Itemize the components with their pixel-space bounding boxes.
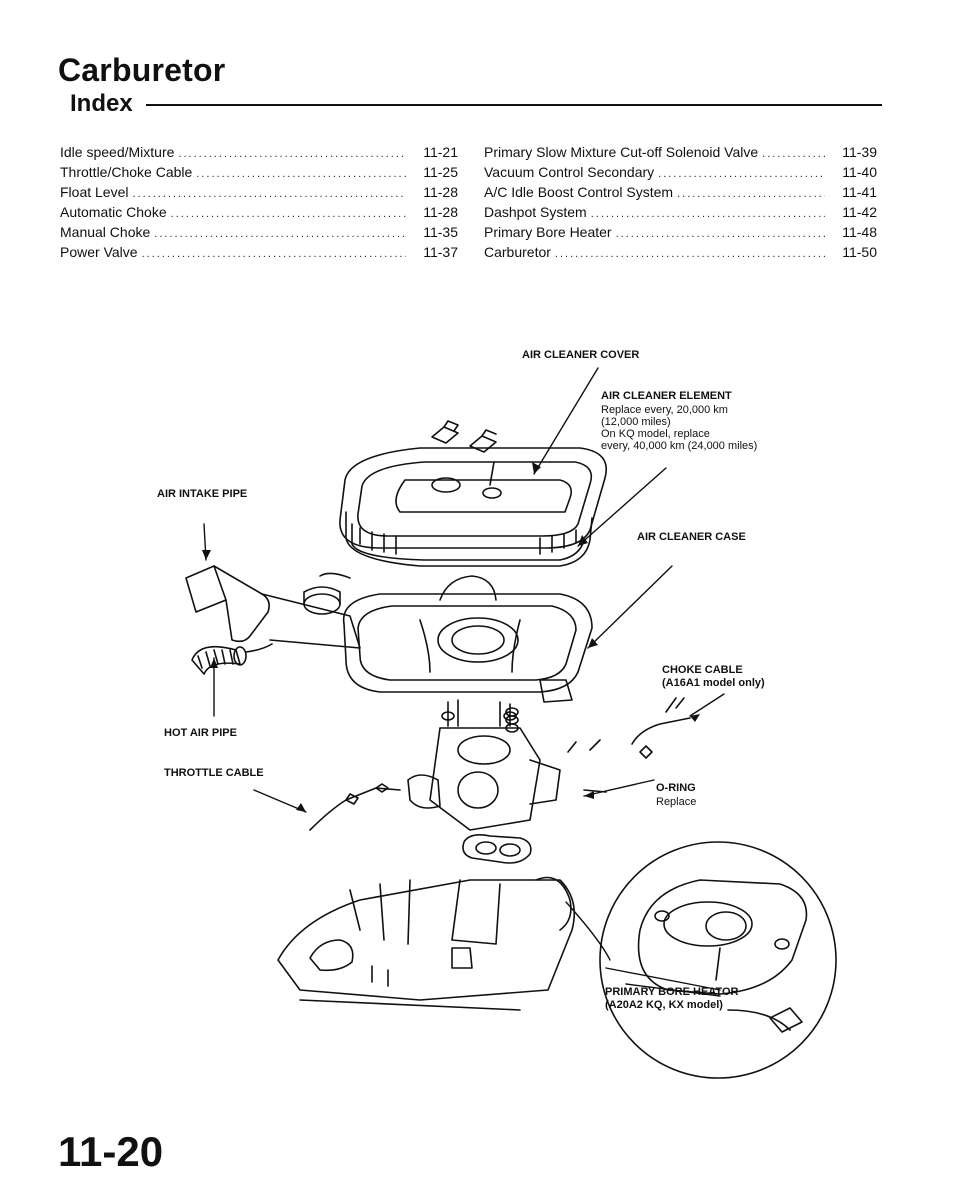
index-page: 11-40 [842, 164, 877, 180]
air-cleaner-cover [339, 447, 607, 549]
index-page: 11-35 [423, 224, 458, 240]
index-page: 11-28 [423, 184, 458, 200]
index-label: Float Level [60, 184, 129, 200]
label-primary-bore-heater-note: (A20A2 KQ, KX model) [605, 999, 723, 1011]
note-o-ring: Replace [656, 796, 697, 808]
index-label: Manual Choke [60, 224, 151, 240]
index-entry[interactable]: Power Valve 11-37 [60, 244, 458, 264]
index-page: 11-37 [423, 244, 458, 260]
index-label: Power Valve [60, 244, 138, 260]
note-element-line: On KQ model, replace [601, 428, 710, 440]
index-label: Vacuum Control Secondary [484, 164, 655, 180]
bore-heater-detail-inset [599, 841, 837, 1079]
index-entry[interactable]: A/C Idle Boost Control System 11-41 [484, 184, 877, 204]
gasket [462, 834, 532, 864]
index-label: Automatic Choke [60, 204, 167, 220]
intake-manifold [277, 876, 576, 1011]
index-label: Carburetor [484, 244, 551, 260]
index-entry[interactable]: Primary Slow Mixture Cut-off Solenoid Va… [484, 144, 877, 164]
index-entry[interactable]: Automatic Choke 11-28 [60, 204, 458, 224]
label-air-cleaner-case: AIR CLEANER CASE [637, 531, 746, 543]
index-entry[interactable]: Manual Choke 11-35 [60, 224, 458, 244]
air-cleaner-element [345, 511, 593, 567]
index-label: Dashpot System [484, 204, 587, 220]
page-number: 11-20 [58, 1128, 164, 1175]
leader-lines [203, 367, 725, 997]
note-element-line: Replace every, 20,000 km [601, 404, 728, 416]
index-label: Primary Slow Mixture Cut-off Solenoid Va… [484, 144, 759, 160]
index-label: A/C Idle Boost Control System [484, 184, 674, 200]
carburetor-body [407, 699, 561, 831]
label-air-cleaner-cover: AIR CLEANER COVER [522, 349, 640, 361]
label-primary-bore-heater: PRIMARY BORE HEATOR [605, 986, 739, 998]
section-heading: Index [70, 90, 133, 117]
index-page: 11-25 [423, 164, 458, 180]
choke-cable [631, 697, 691, 759]
index-label: Idle speed/Mixture [60, 144, 175, 160]
note-element-line: (12,000 miles) [601, 416, 671, 428]
wing-nut-clip-icon [431, 420, 497, 453]
index-page: 11-50 [842, 244, 877, 260]
index-page: 11-28 [423, 204, 458, 220]
index-page: 11-41 [842, 184, 877, 200]
index-entry[interactable]: Vacuum Control Secondary 11-40 [484, 164, 877, 184]
label-o-ring: O-RING [656, 782, 696, 794]
label-air-intake-pipe: AIR INTAKE PIPE [157, 488, 248, 500]
label-choke-cable-note: (A16A1 model only) [662, 677, 765, 689]
index-entry[interactable]: Primary Bore Heater 11-48 [484, 224, 877, 244]
page-title: Carburetor [58, 52, 226, 88]
index-entry[interactable]: Float Level 11-28 [60, 184, 458, 204]
index-page: 11-21 [423, 144, 458, 160]
index-left-column: Idle speed/Mixture 11-21 Throttle/Choke C… [60, 144, 458, 264]
index-page: 11-48 [842, 224, 877, 240]
note-element-line: every, 40,000 km (24,000 miles) [601, 440, 758, 452]
index-entry[interactable]: Dashpot System 11-42 [484, 204, 877, 224]
air-intake-pipe [185, 565, 361, 649]
air-cleaner-case [342, 575, 593, 703]
index-label: Primary Bore Heater [484, 224, 612, 240]
arrowheads [202, 462, 700, 812]
label-air-cleaner-element: AIR CLEANER ELEMENT [601, 390, 732, 402]
label-hot-air-pipe: HOT AIR PIPE [164, 727, 237, 739]
label-choke-cable: CHOKE CABLE [662, 664, 743, 676]
throttle-cable [309, 783, 401, 831]
hot-air-pipe [191, 643, 273, 675]
index-page: 11-42 [842, 204, 877, 220]
heading-rule [146, 104, 882, 106]
o-ring [505, 707, 607, 793]
label-throttle-cable: THROTTLE CABLE [164, 767, 264, 779]
index-right-column: Primary Slow Mixture Cut-off Solenoid Va… [484, 144, 877, 264]
index-label: Throttle/Choke Cable [60, 164, 193, 180]
index-entry[interactable]: Idle speed/Mixture 11-21 [60, 144, 458, 164]
index-entry[interactable]: Carburetor 11-50 [484, 244, 877, 264]
index-entry[interactable]: Throttle/Choke Cable 11-25 [60, 164, 458, 184]
index-page: 11-39 [842, 144, 877, 160]
